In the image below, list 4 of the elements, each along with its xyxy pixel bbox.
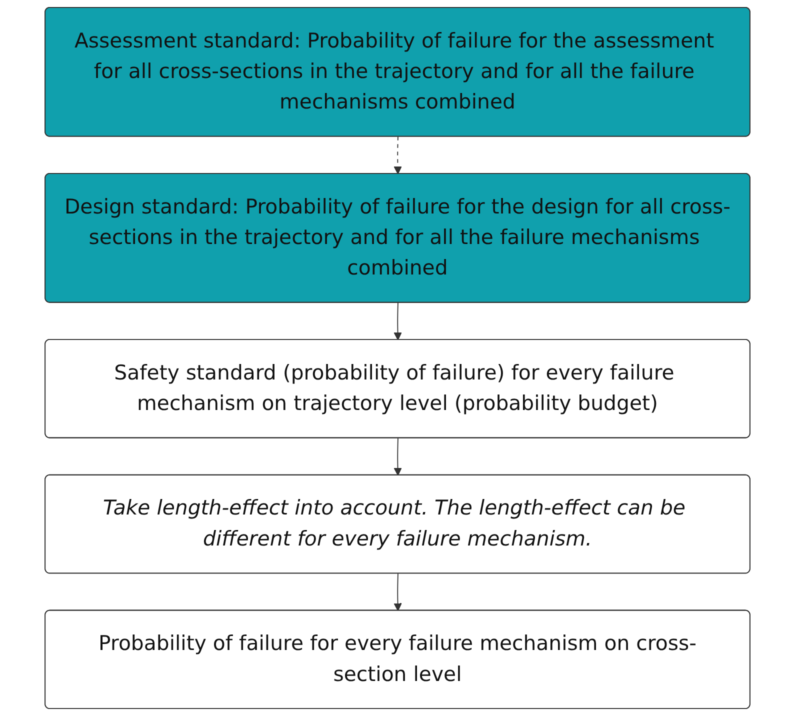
arrow [394, 136, 402, 174]
arrow [394, 573, 402, 612]
arrow [394, 302, 402, 340]
arrow [394, 438, 402, 476]
